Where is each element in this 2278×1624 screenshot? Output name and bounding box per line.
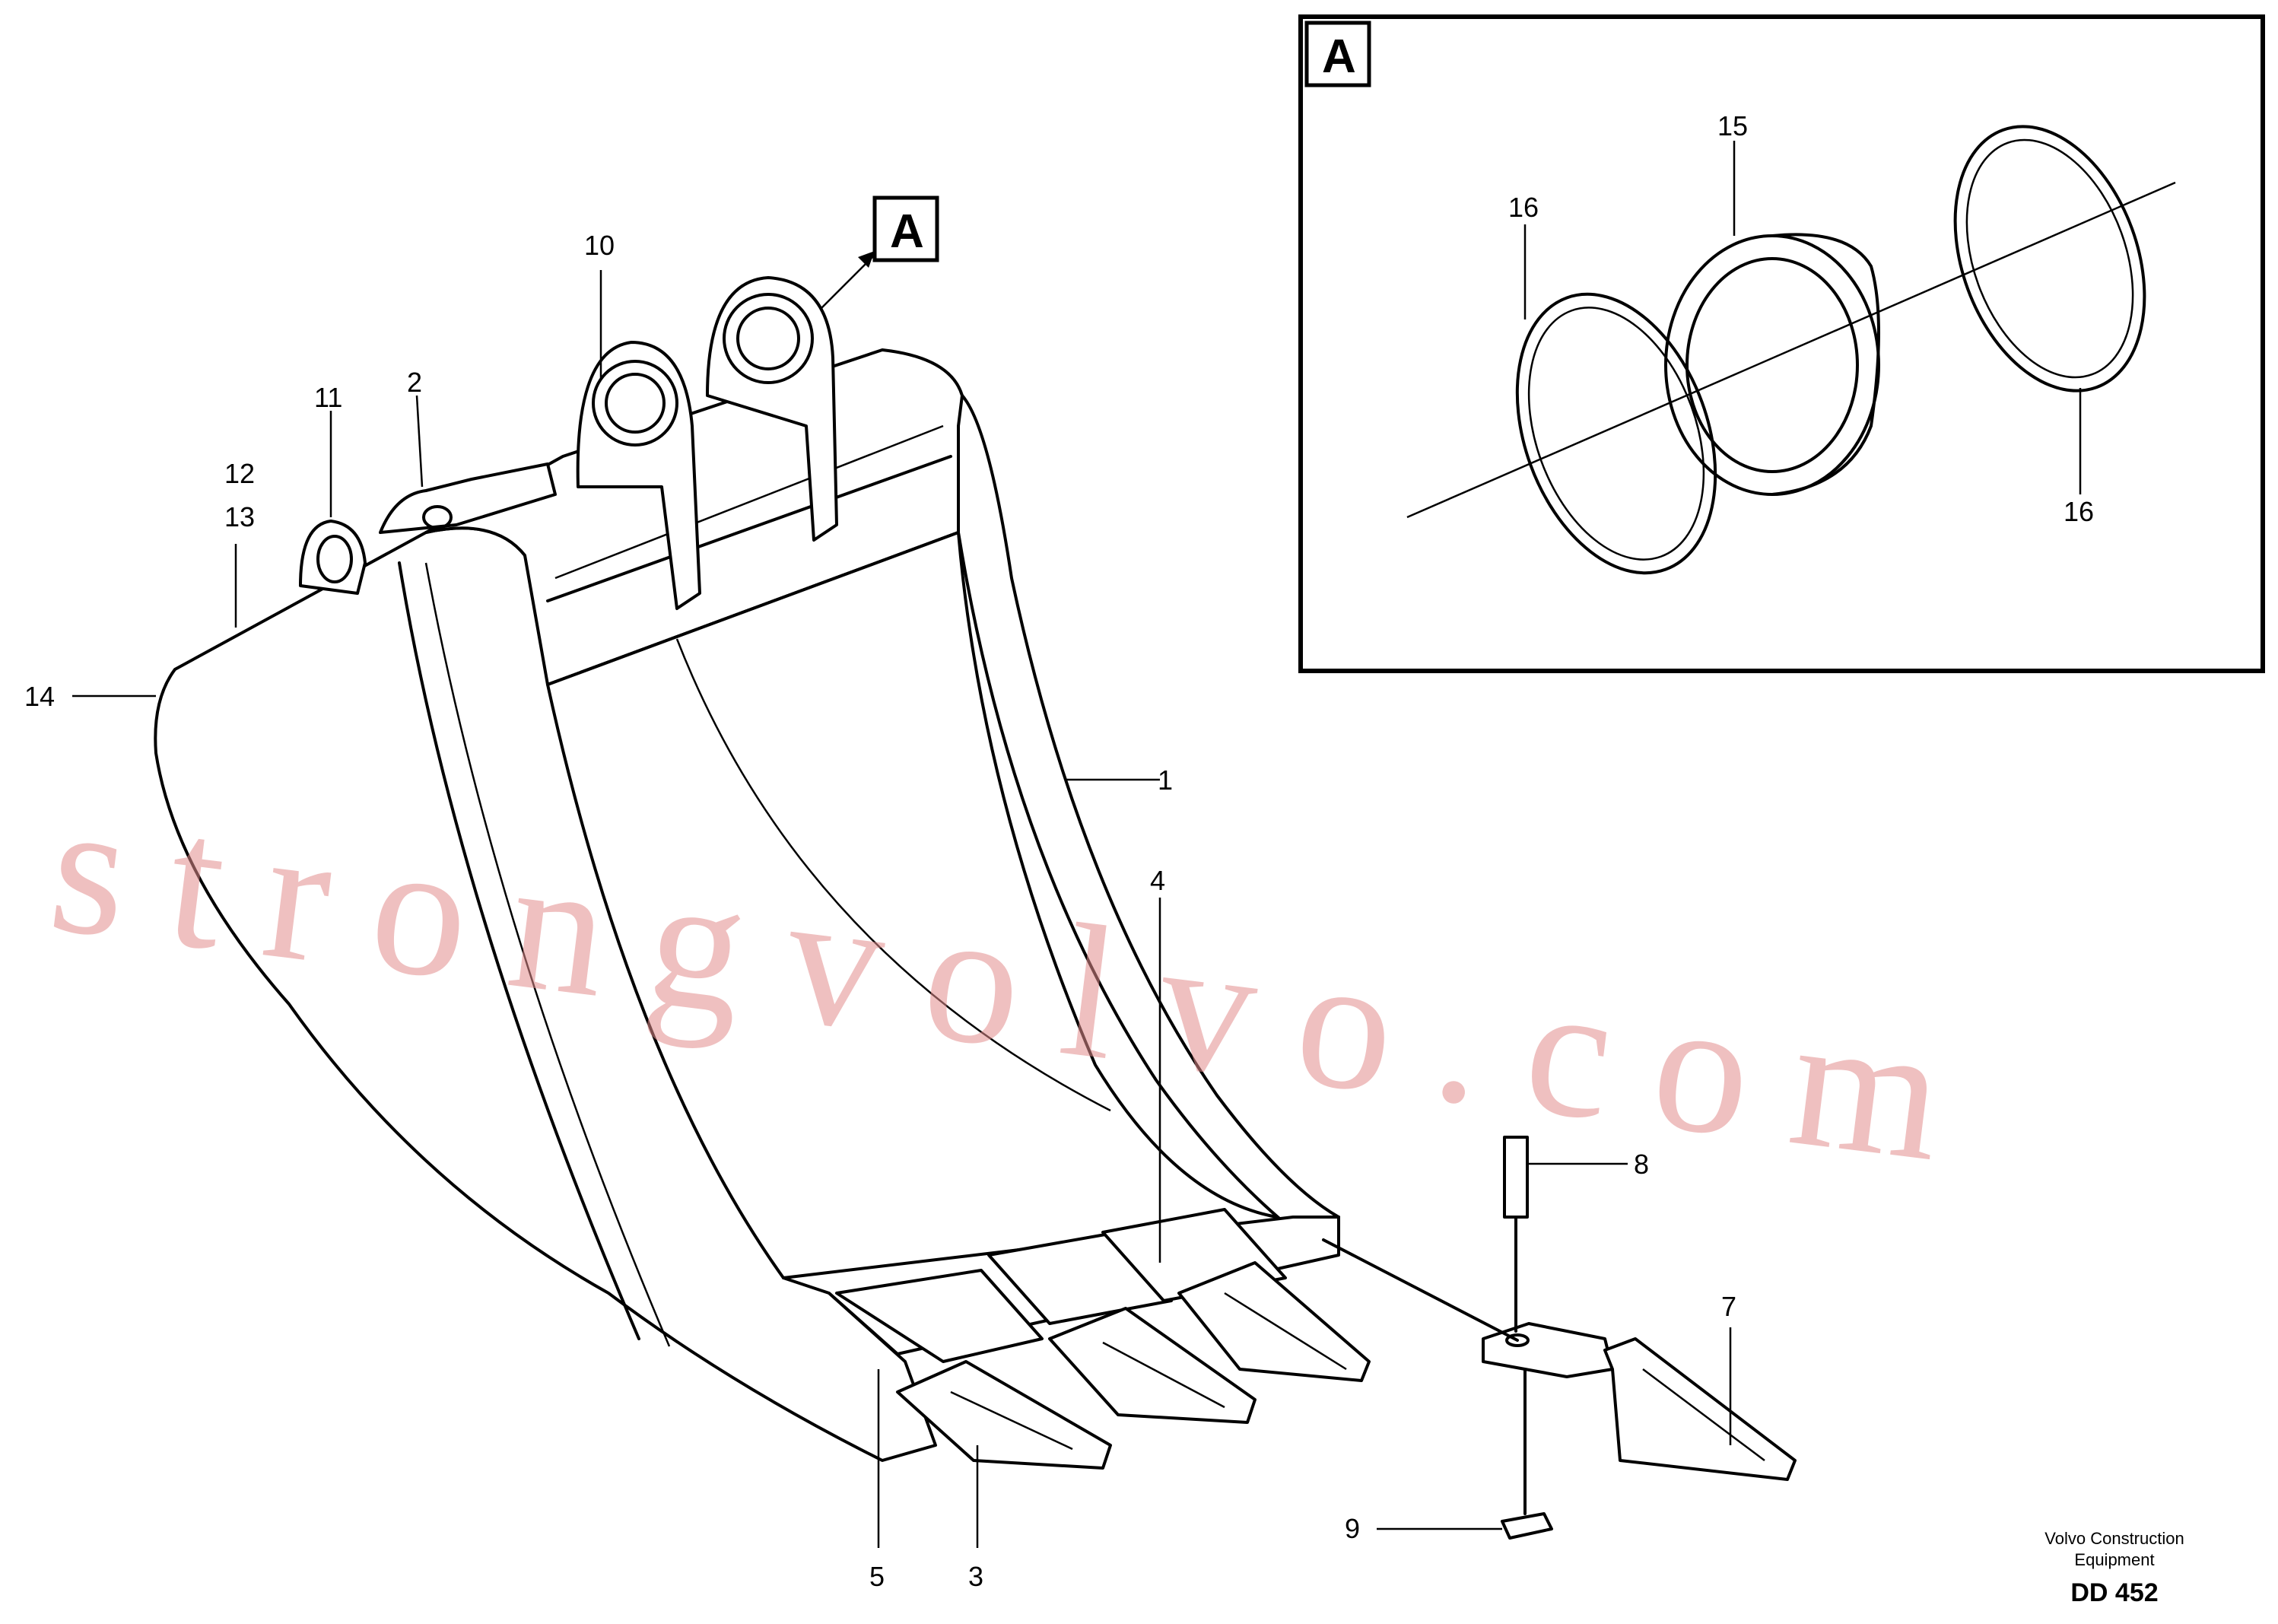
callout-16-right: 16 (2064, 496, 2094, 527)
callout-14: 14 (24, 681, 55, 712)
drawing-number: DD 452 (2070, 1578, 2158, 1607)
snap-ring-right (1953, 125, 2146, 392)
callout-16-left: 16 (1508, 192, 1539, 223)
bucket-drawing (154, 276, 1797, 1540)
bucket-right-shell (957, 394, 1340, 1249)
detail-a-inset: A (1298, 14, 2265, 673)
bucket-lug-right (706, 276, 838, 542)
callout-12: 12 (224, 458, 255, 489)
inset-tag-letter: A (1322, 30, 1356, 83)
callout-1: 1 (1158, 764, 1173, 796)
bucket-lug-left (576, 341, 701, 610)
bucket-side-lug (299, 520, 367, 595)
callout-9: 9 (1345, 1513, 1360, 1544)
callout-11: 11 (314, 382, 342, 413)
callout-15: 15 (1717, 110, 1748, 141)
callout-8: 8 (1634, 1149, 1649, 1180)
callout-7: 7 (1721, 1291, 1736, 1322)
inset-tag-box (1304, 21, 1371, 87)
callout-3: 3 (968, 1561, 983, 1592)
publisher-line-1: Volvo Construction (2044, 1529, 2184, 1548)
callout-2: 2 (407, 367, 422, 398)
detail-a-reference: A (821, 195, 939, 309)
callout-10: 10 (584, 230, 615, 261)
bucket-inner-wall (546, 531, 1340, 1279)
callout-4: 4 (1150, 865, 1165, 896)
callout-13: 13 (224, 501, 255, 532)
tooth-pin (1503, 1136, 1529, 1219)
snap-ring-left (1515, 292, 1717, 575)
callout-labels: 1 2 3 4 5 7 8 9 10 11 12 13 14 15 16 16 (24, 110, 2094, 1592)
detail-tag-box (872, 195, 939, 262)
detached-tooth (1603, 1337, 1797, 1481)
callout-leaders (72, 141, 2082, 1548)
detail-tag-letter: A (890, 205, 924, 258)
publisher-line-2: Equipment (2074, 1550, 2154, 1569)
teeth-row (835, 1136, 1797, 1540)
publisher-block: Volvo Construction Equipment DD 452 (2044, 1529, 2184, 1607)
inset-frame (1298, 14, 2265, 673)
tooth-retainer (1501, 1512, 1553, 1540)
callout-5: 5 (869, 1561, 885, 1592)
